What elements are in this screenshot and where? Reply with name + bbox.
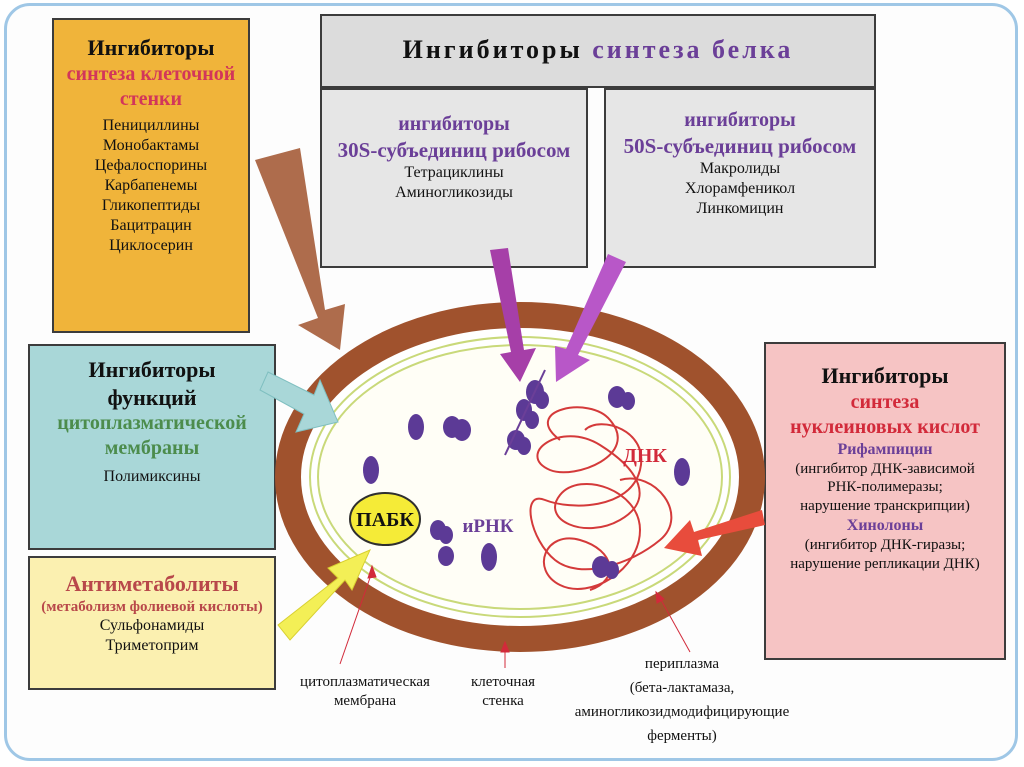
dna-strand: [529, 406, 673, 591]
periplasm-label: аминогликозидмодифицирующие: [575, 704, 790, 720]
membrane-label: цитоплазматическая: [300, 674, 430, 690]
membrane-heading: Ингибиторы: [88, 357, 216, 382]
drug-item: Цефалоспорины: [94, 156, 208, 174]
wall-label: клеточная: [471, 674, 535, 690]
drug-item: Бацитрацин: [110, 216, 192, 234]
membrane-heading-2: функций: [107, 384, 197, 410]
nucleic-heading: Ингибиторы: [821, 363, 949, 388]
wall-label: стенка: [482, 693, 524, 709]
rifampicin-desc: (ингибитор ДНК-зависимой: [795, 460, 975, 477]
pointer-lines: [339, 564, 691, 668]
drug-item: Гликопептиды: [101, 196, 201, 214]
antimetabolites-heading: Антиметаболиты: [65, 571, 239, 596]
mrna-strand: [504, 369, 546, 456]
cell-wall-arrow: [255, 148, 345, 350]
drug-item: Пенициллины: [102, 116, 200, 134]
membrane-subheading-2: мембраны: [104, 437, 200, 459]
quinolones-desc: (ингибитор ДНК-гиразы;: [804, 536, 966, 553]
cell-wall-heading: Ингибиторы: [87, 35, 215, 60]
periplasm-label: периплазма: [645, 656, 719, 672]
protein-title-b: синтеза белка: [592, 35, 794, 64]
drug-item: Тетрациклины: [404, 164, 504, 182]
drug-item: Хлорамфеникол: [684, 180, 796, 198]
drug-item: Линкомицин: [696, 200, 784, 218]
antimetabolites-box: Антиметаболиты (метаболизм фолиевой кисл…: [28, 556, 276, 690]
ribosome-50s-arrow: [555, 254, 626, 382]
membrane-inhibitors-box: Ингибиторы функций цитоплазматической ме…: [28, 344, 276, 550]
nucleic-acid-arrow: [664, 510, 765, 556]
drug-item: Аминогликозиды: [395, 184, 513, 202]
cell-wall-inhibitors-box: Ингибиторы синтеза клеточной стенки Пени…: [52, 18, 250, 333]
periplasm-label: ферменты): [647, 728, 716, 744]
drug-item: Карбапенемы: [104, 176, 198, 194]
nucleic-acid-inhibitors-box: Ингибиторы синтеза нуклеиновых кислот Ри…: [764, 342, 1006, 660]
ribosomes: [363, 380, 690, 579]
nucleic-subheading-2: нуклеиновых кислот: [790, 415, 980, 438]
antimetabolite-arrow: [277, 549, 371, 641]
drug-item: Монобактамы: [102, 136, 200, 154]
cell-wall-subheading-2: стенки: [119, 87, 183, 110]
quinolones-title: Хинолоны: [846, 516, 924, 534]
membrane-subheading: цитоплазматической: [57, 412, 247, 434]
rifampicin-desc: нарушение транскрипции): [800, 498, 970, 514]
ribosome-30s-arrow: [490, 248, 536, 382]
pabk-label: ПАБК: [356, 509, 414, 531]
quinolones-desc: нарушение репликации ДНК): [790, 555, 980, 572]
dna-label: ДНК: [623, 445, 667, 467]
protein-synthesis-header: Ингибиторы синтеза белка: [320, 14, 876, 88]
protein-title-a: Ингибиторы: [402, 35, 583, 64]
periplasm-label: (бета-лактамаза,: [630, 680, 735, 696]
ribosome-30s-box: ингибиторы 30S-субъединиц рибосом Тетрац…: [320, 88, 588, 268]
rifampicin-title: Рифампицин: [837, 440, 933, 458]
drug-item: Полимиксины: [103, 468, 201, 485]
drug-item: Макролиды: [699, 160, 781, 178]
membrane-arrow: [259, 371, 339, 433]
pabk-ellipse: [349, 492, 421, 546]
membrane-label: мембрана: [334, 693, 396, 709]
ribosome-30s-subheading: 30S-субъединиц рибосом: [337, 138, 571, 162]
ribosome-50s-subheading: 50S-субъединиц рибосом: [623, 134, 857, 158]
rifampicin-desc: РНК-полимеразы;: [827, 479, 943, 496]
nucleic-subheading: синтеза: [850, 390, 920, 413]
drug-item: Сульфонамиды: [99, 617, 205, 635]
mrna-label: иРНК: [462, 516, 513, 537]
drug-item: Триметоприм: [105, 637, 199, 655]
antimetabolites-subheading: (метаболизм фолиевой кислоты): [41, 598, 263, 615]
ribosome-30s-heading: ингибиторы: [398, 113, 510, 135]
drug-item: Циклосерин: [109, 236, 193, 254]
cell-wall-subheading: синтеза клеточной: [66, 62, 236, 85]
ribosome-50s-heading: ингибиторы: [684, 109, 796, 131]
ribosome-50s-box: ингибиторы 50S-субъединиц рибосом Макрол…: [604, 88, 876, 268]
cytoplasmic-membrane-inner: [317, 344, 723, 610]
